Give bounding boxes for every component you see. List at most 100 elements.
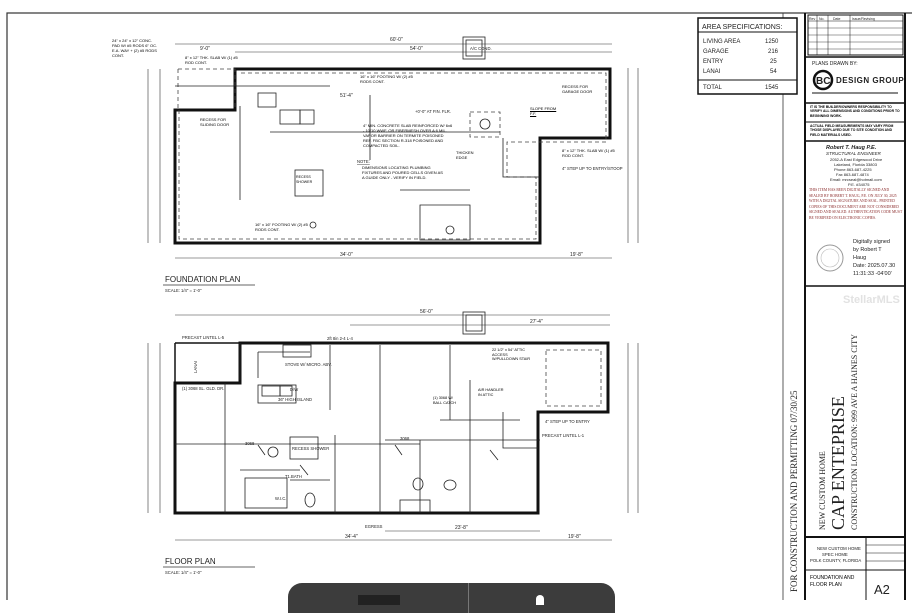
area-value: 25 [770, 59, 777, 65]
bath-label: T1.BATH [285, 474, 302, 479]
lintel-top-label: PRECAST LINTEL L-5 [182, 335, 225, 340]
engineer-seal [816, 244, 844, 272]
signature-line: Digitally signed [853, 239, 890, 245]
island-label: 36" HIGH ISLAND [278, 397, 312, 402]
engineer-phone: Phone 863-687-4225 [834, 167, 872, 172]
rev-header: No. [819, 17, 824, 21]
svg-text:DESIGN GROUP: DESIGN GROUP [836, 76, 904, 85]
rev-header: Issue/Revising [852, 17, 875, 21]
garage-recess-note: RECESS FOR GARAGE DOOR [562, 84, 593, 94]
area-spec-title: AREA SPECIFICATIONS: [702, 24, 782, 31]
signature-line: Haug [853, 255, 866, 261]
dim-bottom-right: 19'-8" [570, 252, 583, 258]
dim-left: 9'-0" [200, 46, 210, 52]
area-label: LANAI [703, 69, 721, 75]
engineer-title: STRUCTURAL ENGINEER [826, 151, 882, 156]
ac-pad-label: A/C COND. [470, 46, 492, 51]
dim-garage: 19'-8" [568, 534, 581, 540]
svg-text:BC: BC [816, 76, 830, 87]
attic-access-label: 22 1/2" x 54" ATTIC ACCESS W/PULLDOWN ST… [492, 348, 531, 362]
dim-overall: 60'-0" [390, 37, 403, 43]
field-note: ACTUAL FIELD MEASUREMENTS MAY VARY FROM … [810, 124, 894, 137]
area-specifications-table: AREA SPECIFICATIONS: LIVING AREA 1250 GA… [697, 17, 798, 95]
responsibility-note: IT IS THE BUILDER/OWNERS RESPONSIBILITY … [810, 105, 900, 118]
signature-line: 11:31:33 -04'00' [853, 271, 892, 277]
dim-overall: 56'-0" [420, 309, 433, 315]
permit-stamp: FOR CONSTRUCTION AND PERMITTING 07/30/25 [789, 390, 799, 592]
area-label: ENTRY [703, 59, 723, 65]
drawing-sheet: AREA SPECIFICATIONS: LIVING AREA 1250 GA… [6, 12, 912, 600]
info-line: SPEC HOME [822, 552, 848, 557]
sheet-title: FOUNDATION AND FLOOR PLAN [810, 575, 855, 588]
watermark: StellarMLS [843, 294, 900, 306]
door-label: 3068 [245, 441, 255, 446]
engineer-address: 2052-A East Edgewood Drive [830, 157, 883, 162]
recess-shower-label: RECESS SHOWER [292, 446, 329, 451]
note-title: NOTE: [357, 159, 370, 164]
toolbar-button-left[interactable] [358, 595, 400, 605]
signature-line: Date: 2025.07.30 [853, 263, 895, 269]
air-handler-label: AIR HANDLER IN ATTIC [478, 388, 504, 397]
slab-note: 4" MIN. CONCRETE SLAB REINFORCED W/ 6x6 … [363, 123, 453, 148]
construction-location: CONSTRUCTION LOCATION: 999 AVE A HAINES … [850, 334, 859, 530]
footing-bottom-note: 16" x 16" FOOTING W/ (2) #5 RODS CONT. [255, 222, 308, 232]
slope-note: SLOPE FROM F.F. [530, 106, 557, 116]
ball-catch-label: (1) 3068 W/ BALL CATCH [433, 396, 456, 405]
lanai-slab-note: 8" x 12" THK. SLAB W/ (1) #5 ROD CONT. [185, 55, 238, 65]
plans-drawn-by: PLANS DRAWN BY: [812, 61, 858, 67]
toolbar-divider [468, 583, 469, 613]
viewer-toolbar[interactable] [288, 583, 615, 613]
area-value: 54 [770, 69, 777, 75]
floor-plan-title: FLOOR PLAN [165, 557, 216, 566]
door-label: 3068 [400, 436, 410, 441]
egress-label: EGRESS [365, 524, 383, 529]
dim-depth: 34'-0" [340, 252, 353, 258]
sheet-number: A2 [874, 582, 890, 597]
dimension-note: DIMENSIONS LOCATING PLUMBING FIXTURES AN… [362, 165, 443, 180]
foundation-plan: 60'-0" 54'-0" 9'-0" 34'-0" 19'-8" 51'-4"… [112, 36, 639, 293]
entry-slab-note: 8" x 12" THK. SLAB W/ (1) #5 ROD CONT. [562, 148, 615, 158]
floor-plan-scale: SCALE: 1/4" = 1'-0" [165, 570, 202, 575]
footing-top-note: 16" x 16" FOOTING W/ (2) #5 RODS CONT. [360, 74, 413, 84]
dim-main: 54'-0" [410, 46, 423, 52]
area-value: 216 [768, 49, 779, 55]
shower-recess-note: RECESS SHOWER [296, 175, 313, 184]
area-label: GARAGE [703, 49, 729, 55]
slider-label: (1) 3068 SL. GLD. DR. [182, 386, 224, 391]
header-label: 2ft 8in 2-4 L-4 [327, 336, 354, 341]
floor-plan: 56'-0" 27'-4" 34'-4" 23'-8" 19'-8" PRECA… [147, 309, 639, 575]
dim-inner: 51'-4" [340, 93, 353, 99]
area-value: 1250 [765, 39, 779, 45]
dim-bottom-right: 23'-8" [455, 525, 468, 531]
title-block: Rev No. Date Issue/Revising PLANS DRAWN … [806, 13, 906, 600]
engineer-email: Email: mrcseal@hotmail.com [830, 177, 883, 182]
area-label: LIVING AREA [703, 39, 740, 45]
project-type: NEW CUSTOM HOME [818, 451, 827, 530]
project-name: CAP ENTEPRISE [828, 396, 848, 530]
pad-note: 24" x 24" x 12" CONC. PAD W/ #5 RODS 6" … [112, 38, 158, 58]
dw-label: D/W [290, 387, 298, 392]
engineer-pe: P.E. #34075 [848, 182, 870, 187]
engineer-fax: Fax 863-687-4874 [836, 172, 869, 177]
rev-header: Date [833, 17, 840, 21]
ff-level-note: +0'-0" AT FIN. FLR. [415, 109, 451, 114]
stove-label: STOVE W/ MICRO. ABV. [285, 362, 332, 367]
info-line: NEW CUSTOM HOME [817, 546, 861, 551]
info-line: POLK COUNTY, FLORIDA [810, 558, 861, 563]
dim-bottom: 34'-4" [345, 534, 358, 540]
area-total-value: 1545 [765, 85, 779, 91]
wic-label: W.I.C. [275, 496, 286, 501]
digital-seal-note: THIS ITEM HAS BEEN DIGITALLY SIGNED AND … [809, 188, 903, 220]
engineer-city: Lakeland, Florida 33803 [834, 162, 878, 167]
area-total-label: TOTAL [703, 85, 722, 91]
dim-right: 27'-4" [530, 319, 543, 325]
lanai-label: LANAI [193, 361, 198, 373]
thicken-edge-note: THICKEN EDGE [456, 150, 474, 160]
design-group-logo: BC DESIGN GROUP [812, 69, 904, 94]
foundation-plan-title: FOUNDATION PLAN [165, 275, 241, 284]
sliding-recess-note: RECESS FOR SLIDING DOOR [200, 117, 230, 127]
step-note: 4" STEP UP TO ENTRY/STOOP [562, 166, 623, 171]
sheet-border [6, 12, 912, 600]
toolbar-button-right[interactable] [536, 595, 544, 605]
foundation-plan-scale: SCALE: 1/4" = 1'-0" [165, 288, 202, 293]
